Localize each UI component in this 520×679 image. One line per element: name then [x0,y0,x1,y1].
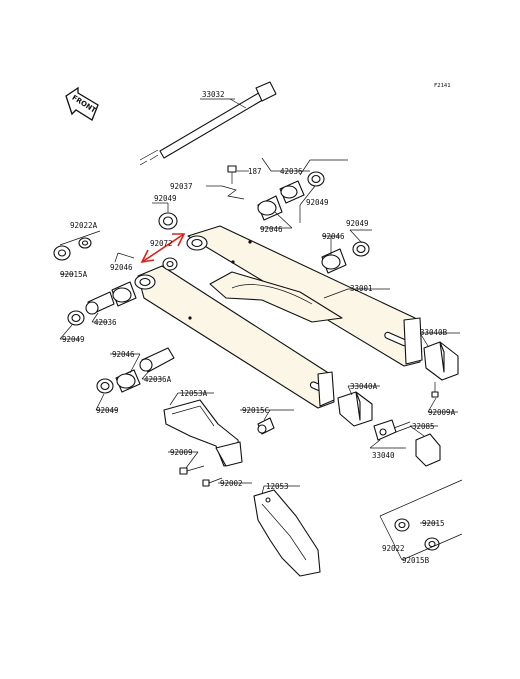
pivot-gap-arrow [140,233,186,264]
chain-slider-12053 [253,489,321,577]
bearing-92046-top [257,195,283,221]
figure-code: F2141 [434,83,451,89]
label-92046-right: 92046 [322,232,345,241]
label-42036-top: 42036 [280,167,303,176]
chain-guard-12053A [163,399,243,467]
screw-92002 [202,477,223,487]
label-42036-left: 42036 [94,318,117,327]
label-92049-left2: 92049 [62,335,85,344]
label-92072: 92072 [150,239,173,248]
seal-92049-left2 [67,310,85,326]
label-92009A: 92009A [428,408,456,417]
label-33040: 33040 [372,451,395,460]
label-187: 187 [248,167,262,176]
screw-92009 [179,465,205,475]
label-92046-top: 92046 [260,225,283,234]
chain-adjuster-33040 [373,419,413,441]
screw-92009A [431,382,439,398]
bolt-187 [227,165,237,184]
label-12053: 12053 [266,482,289,491]
label-92022: 92022 [382,544,405,553]
nut-92015B [424,537,440,551]
seal-92049-bot [96,378,114,394]
bushing-42036-left [85,291,115,315]
bearing-92046-left [111,281,137,307]
label-92015: 92015 [422,519,445,528]
chain-adjuster-33040B [423,341,459,381]
bushing-42036-top [279,180,305,204]
collar-92015C [257,417,275,435]
seal-92049-left [158,212,178,230]
front-direction-arrow: FRONT [65,86,99,121]
part-labels: 33032 187 42036 92037 92049 92049 92046 … [60,90,456,565]
label-92046-mid: 92046 [112,350,135,359]
washer-92022 [394,518,410,532]
label-33040B: 33040B [420,328,448,337]
pivot-shaft-33032 [139,81,277,166]
label-92002: 92002 [220,479,243,488]
bearing-92046-mid [115,369,141,393]
nut-92015A [53,245,71,261]
label-92015B: 92015B [402,556,430,565]
label-92037: 92037 [170,182,193,191]
block-32085 [415,433,441,467]
label-92046-left: 92046 [110,263,133,272]
label-92049-left: 92049 [154,194,177,203]
bearing-92046-right [321,248,347,274]
swingarm-33001 [134,225,423,409]
label-33040A: 33040A [350,382,378,391]
label-92049-bot: 92049 [96,406,119,415]
label-92049-top: 92049 [306,198,329,207]
label-92015C: 92015C [242,406,269,415]
label-92022A: 92022A [70,221,98,230]
bushing-42036A [139,347,175,373]
collar-92072 [162,257,178,271]
label-33001: 33001 [350,284,373,293]
label-92009: 92009 [170,448,193,457]
seal-92049-right [352,241,370,257]
clip-92037 [221,185,245,200]
washer-92022A [78,237,92,249]
seal-92049-top [307,171,325,187]
leader-lines [59,98,463,561]
label-12053A: 12053A [180,389,208,398]
label-33032: 33032 [202,90,225,99]
label-92015A: 92015A [60,270,88,279]
label-92049-right: 92049 [346,219,369,228]
label-32085: 32085 [412,422,435,431]
label-42036A: 42036A [144,375,172,384]
chain-adjuster-33040A [337,391,373,427]
